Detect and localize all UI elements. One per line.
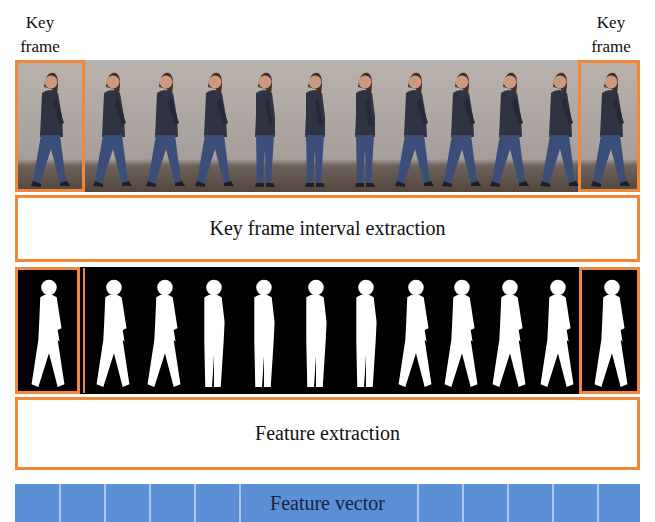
key-frame-box: Key frame bbox=[578, 60, 640, 192]
band-label: Feature extraction bbox=[255, 422, 400, 445]
bar-label: Feature vector bbox=[264, 492, 391, 515]
feature-vector-bar: Feature vector bbox=[15, 484, 640, 522]
key-frame-label: Key frame bbox=[581, 11, 641, 59]
band-label: Key frame interval extraction bbox=[210, 217, 446, 240]
process-band: Key frame interval extraction bbox=[15, 195, 640, 262]
key-frame-box: Key frame bbox=[15, 60, 85, 192]
process-band: Feature extraction bbox=[15, 397, 640, 470]
key-frame-label: Key frame bbox=[10, 11, 70, 59]
